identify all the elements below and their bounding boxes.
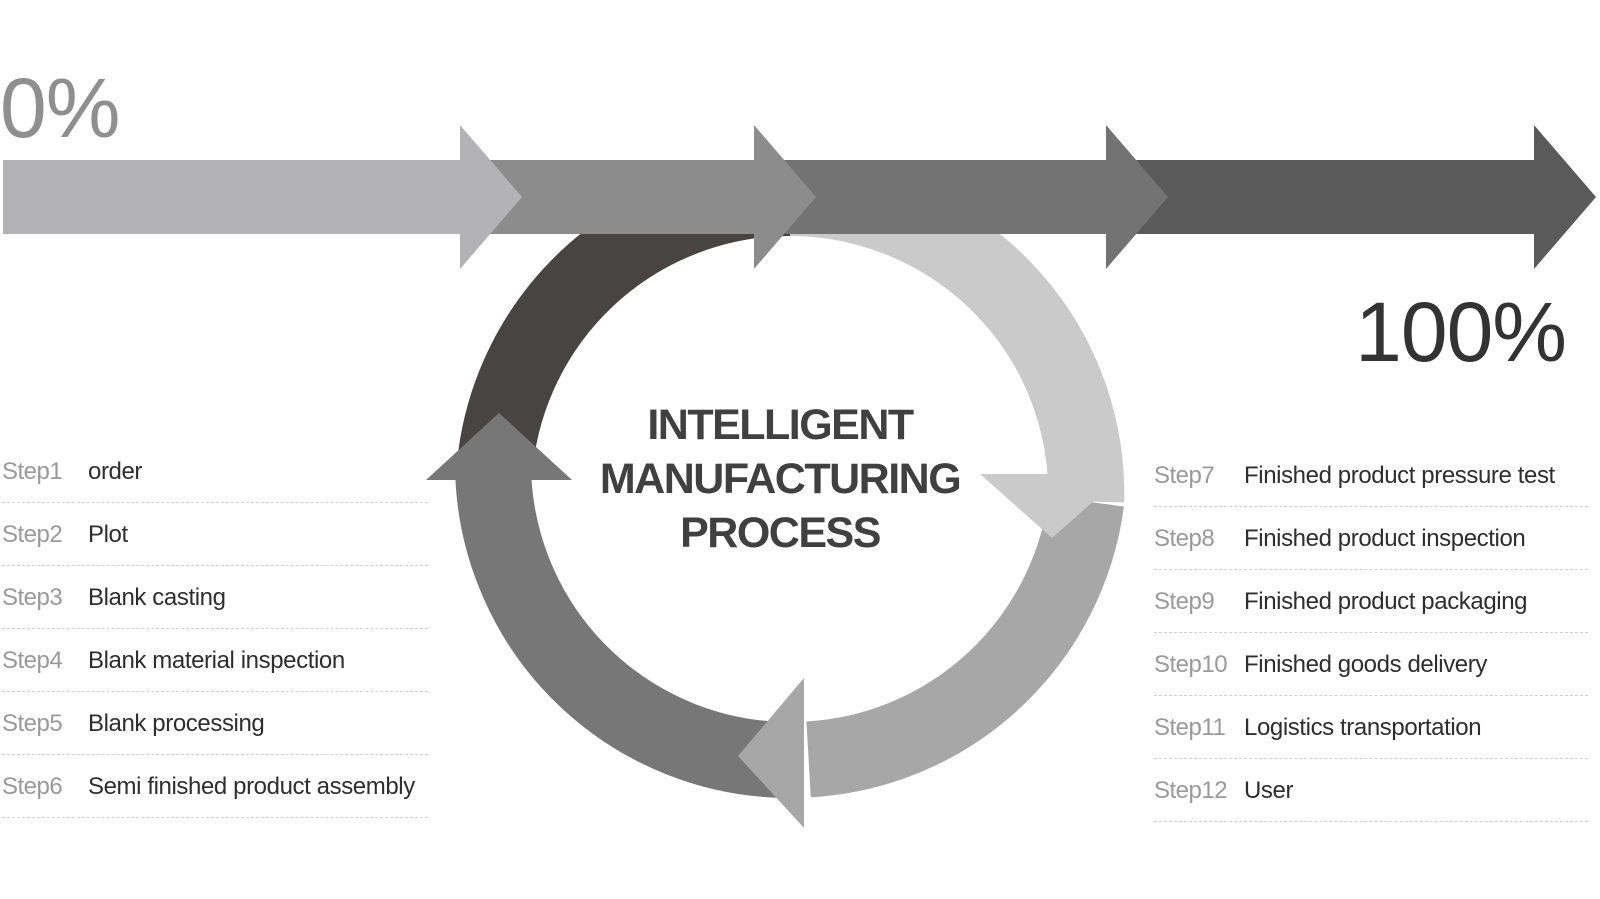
steps-list-right: Step7 Finished product pressure test Ste… [1154,444,1588,822]
step-label: Finished product packaging [1244,588,1528,615]
step-item: Step4 Blank material inspection [2,629,428,692]
step-number: Step11 [1154,714,1226,741]
progress-arrow-3 [785,125,1168,269]
step-item: Step1 order [2,440,428,503]
title-line-3: PROCESS [680,509,881,557]
step-number: Step8 [1154,525,1215,552]
step-item: Step9 Finished product packaging [1154,570,1588,633]
step-number: Step4 [2,647,63,674]
progress-end-label: 100% [1355,285,1567,379]
progress-arrow-1 [3,125,522,269]
step-label: Blank casting [88,584,226,611]
step-number: Step6 [2,773,63,800]
step-label: User [1244,777,1294,804]
cycle-arrowhead-down [980,474,1124,538]
step-item: Step11 Logistics transportation [1154,696,1588,759]
progress-arrow-2 [489,125,816,269]
step-label: Finished product inspection [1244,525,1526,552]
step-label: Finished goods delivery [1244,651,1487,678]
step-number: Step12 [1154,777,1228,804]
step-number: Step3 [2,584,63,611]
step-label: Blank processing [88,710,265,737]
cycle-arrowhead-up [426,413,572,480]
step-number: Step7 [1154,462,1215,489]
cycle-segment-mid [805,496,1124,798]
steps-list-left: Step1 order Step2 Plot Step3 Blank casti… [2,440,428,818]
step-item: Step7 Finished product pressure test [1154,444,1588,507]
step-item: Step3 Blank casting [2,566,428,629]
step-label: Plot [88,521,128,548]
step-item: Step12 User [1154,759,1588,822]
step-item: Step6 Semi finished product assembly [2,755,428,818]
step-label: order [88,458,143,485]
step-label: Logistics transportation [1244,714,1482,741]
step-item: Step2 Plot [2,503,428,566]
step-number: Step9 [1154,588,1215,615]
step-number: Step10 [1154,651,1228,678]
step-item: Step10 Finished goods delivery [1154,633,1588,696]
step-number: Step5 [2,710,63,737]
step-label: Finished product pressure test [1244,462,1555,489]
cycle-segment-gray [455,462,791,798]
title-line-1: INTELLIGENT [647,401,914,449]
title-line-2: MANUFACTURING [599,455,962,503]
step-label: Semi finished product assembly [88,773,415,800]
step-number: Step1 [2,458,63,485]
diagram-title: INTELLIGENT MANUFACTURING PROCESS [540,398,1020,560]
step-number: Step2 [2,521,63,548]
step-item: Step5 Blank processing [2,692,428,755]
step-label: Blank material inspection [88,647,345,674]
step-item: Step8 Finished product inspection [1154,507,1588,570]
progress-start-label: 0% [0,61,120,155]
progress-arrow-4 [1128,125,1596,269]
cycle-arrowhead-left [738,678,804,828]
